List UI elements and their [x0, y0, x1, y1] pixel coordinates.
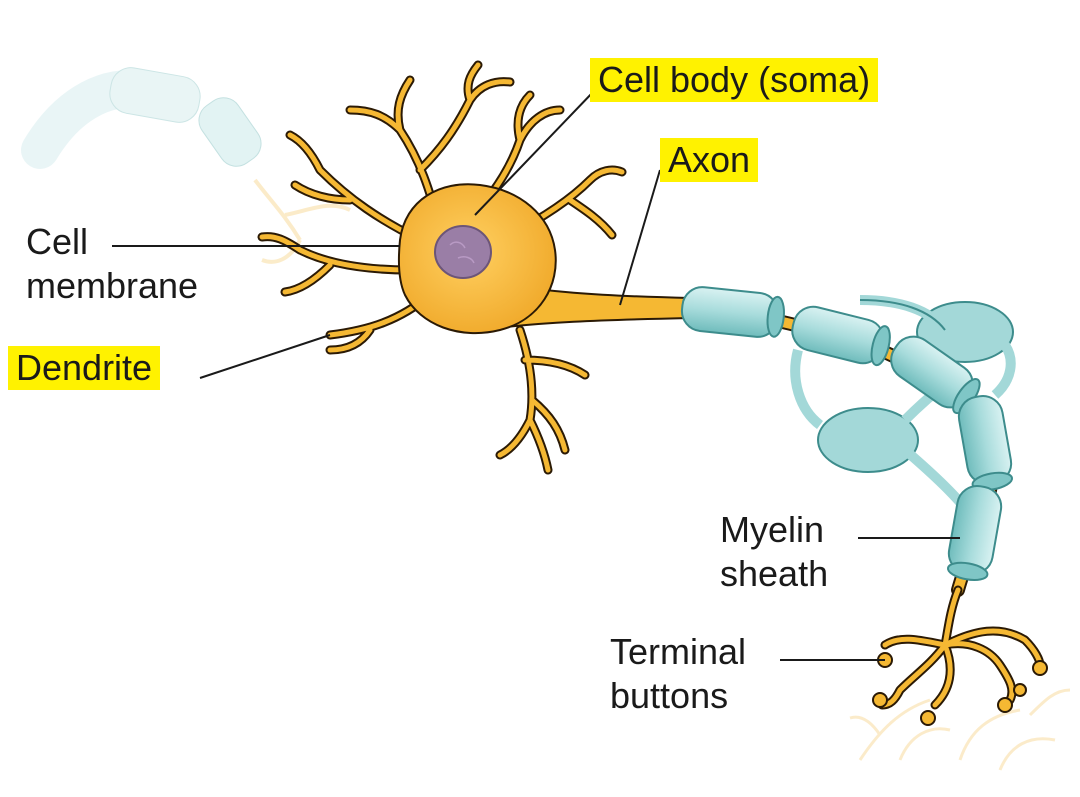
label-axon: Axon	[660, 138, 759, 182]
label-terminal-line2: buttons	[610, 675, 729, 716]
label-terminal-line1: Terminal	[610, 631, 747, 672]
label-myelin-sheath: Myelin sheath	[720, 508, 828, 596]
faded-downstream-neuron	[849, 688, 1071, 771]
nucleus	[434, 225, 492, 279]
label-cell-body: Cell body (soma)	[590, 58, 879, 102]
leader-lines	[112, 89, 960, 661]
faded-upstream-neuron	[21, 67, 351, 264]
label-terminal-buttons: Terminal buttons	[610, 630, 746, 718]
terminal-buttons-knobs	[872, 652, 1048, 726]
label-cell-membrane-line1: Cell	[26, 221, 89, 262]
label-dendrite: Dendrite	[8, 346, 161, 390]
label-myelin-line2: sheath	[720, 553, 829, 594]
label-cell-membrane-line2: membrane	[26, 265, 199, 306]
label-myelin-line1: Myelin	[720, 509, 825, 550]
label-cell-membrane: Cell membrane	[26, 220, 198, 308]
myelin-sheath-segments	[680, 286, 1014, 581]
